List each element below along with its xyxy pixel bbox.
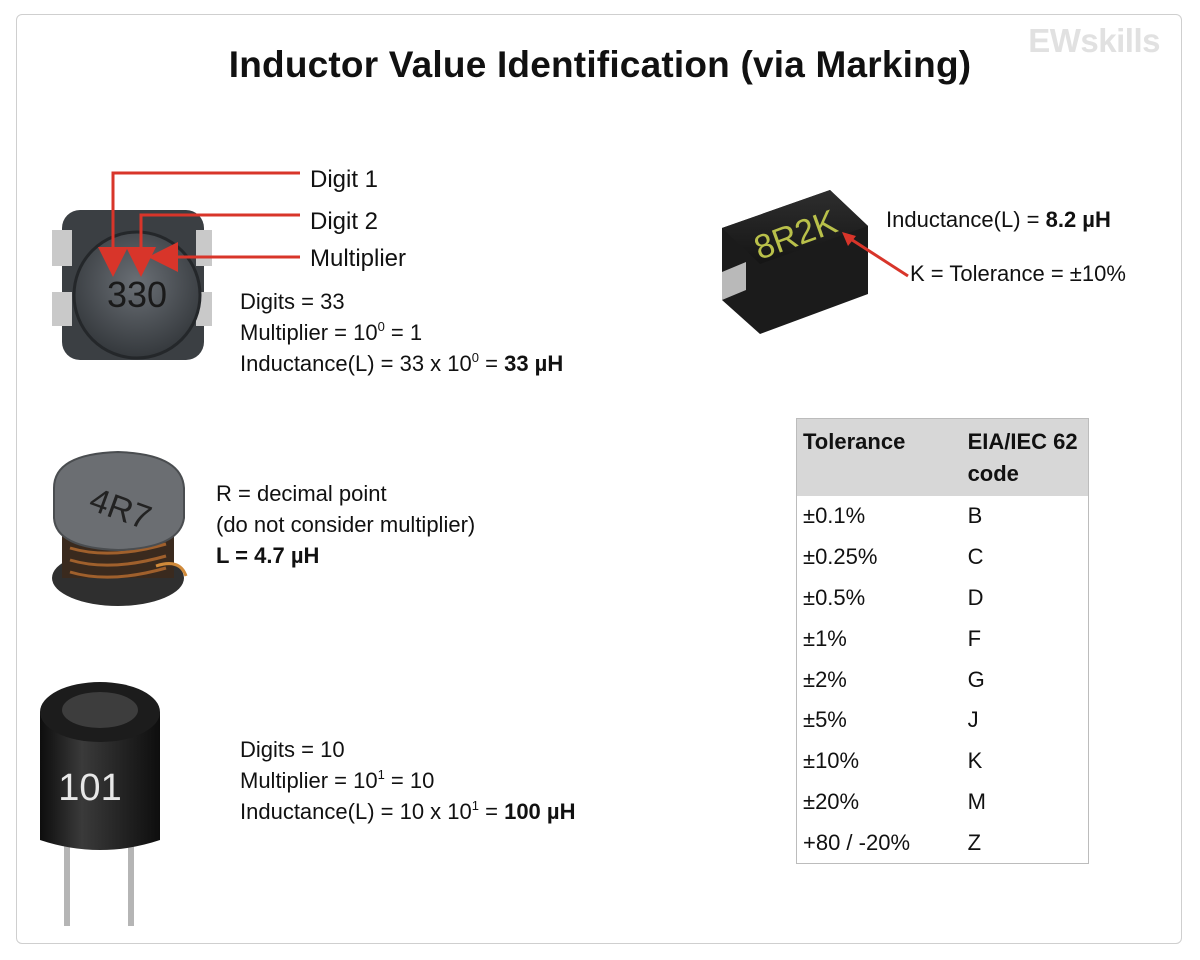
table-row: +80 / -20%Z [803,829,982,855]
example3-inductance-exponent: 1 [471,798,479,813]
example1-inductance: Inductance(L) = 33 x 100 = 33 µH [240,350,564,376]
example3-digits: Digits = 10 [240,737,345,762]
smd-chip-inductor-8r2k: 8R2K [722,190,909,334]
example3-multiplier: Multiplier = 101 = 10 [240,767,435,793]
page-frame [16,14,1182,944]
tolerance-table: Tolerance EIA/IEC 62 code ±0.1%B ±0.25%C… [796,418,1089,865]
page-title: Inductor Value Identification (via Marki… [228,44,972,85]
marking-330: 330 [107,274,167,315]
drum-inductor-4r7: 4R7 [52,450,188,606]
callout-multiplier: Multiplier [310,245,407,272]
radial-inductor-101: 101 [40,682,160,926]
table-row: ±5%J [803,707,979,733]
table-row: ±1%F [803,625,982,651]
example3-explanation: Digits = 10 Multiplier = 101 = 10 Induct… [240,734,575,827]
example2-inductance-value: 4.7 µH [254,543,320,568]
example1-multiplier-exponent: 0 [377,319,385,334]
table-row: ±20%M [803,788,986,814]
table-header-row: Tolerance EIA/IEC 62 code [796,418,1089,496]
smd-shielded-inductor-330: 330 [52,210,212,360]
table-row: ±10%K [803,748,983,774]
example4-inductance-value: 8.2 µH [1045,207,1111,232]
example3-inductance-value: 100 µH [504,799,576,824]
example1-explanation: Digits = 33 Multiplier = 100 = 1 Inducta… [240,286,563,379]
header-eia-code: EIA/IEC 62 code [961,418,1089,496]
ewskills-logo: EWskills [1028,22,1160,60]
marking-101: 101 [58,767,121,809]
example2-inductance: L = 4.7 µH [216,543,320,568]
table-row: ±0.1%B [803,503,983,529]
example2-line-2: (do not consider multiplier) [216,512,476,537]
example1-inductance-exponent: 0 [471,350,479,365]
example1-multiplier: Multiplier = 100 = 1 [240,319,423,345]
callout-arrows [98,171,300,277]
header-tolerance: Tolerance [796,418,962,496]
callout-digit-2: Digit 2 [310,208,379,235]
example3-multiplier-exponent: 1 [377,767,385,782]
table-row: ±0.25%C [803,544,984,570]
example4-tolerance: K = Tolerance = ±10% [910,261,1126,286]
callout-digit-1: Digit 1 [310,166,379,193]
example4-inductance: Inductance(L) = 8.2 µH [886,207,1111,232]
logo-main: EW [1028,22,1081,59]
example2-explanation: R = decimal point (do not consider multi… [216,478,475,571]
table-row: ±2%G [803,666,985,692]
logo-sub: skills [1080,22,1160,59]
example1-inductance-value: 33 µH [504,351,564,376]
example1-digits: Digits = 33 [240,289,345,314]
table-row: ±0.5%D [803,584,984,610]
example3-inductance: Inductance(L) = 10 x 101 = 100 µH [240,798,576,824]
example2-line-1: R = decimal point [216,481,387,506]
